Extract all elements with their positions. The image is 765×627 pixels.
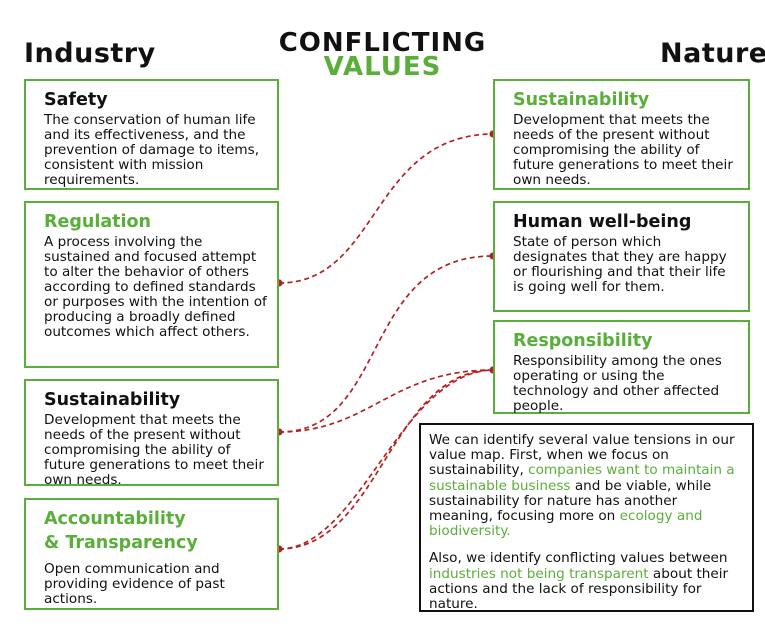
box-text: Development that meets the needs of the … xyxy=(44,412,264,488)
box-title-line2: & Transparency xyxy=(44,533,198,553)
box-text: Open communication and providing evidenc… xyxy=(44,561,225,607)
note-highlight: companies want to maintain a sustainable… xyxy=(429,462,735,494)
note-text: about their actions and the lack of resp… xyxy=(429,565,729,613)
box-title-line1: Accountability xyxy=(44,509,186,529)
nature-wellbeing-box: Human well-being State of person which d… xyxy=(493,201,750,312)
box-title: Sustainability xyxy=(44,390,181,410)
industry-regulation-box: Regulation A process involving the susta… xyxy=(24,201,279,368)
nature-sustainability-box: Sustainability Development that meets th… xyxy=(493,79,750,190)
note-text: Also, we identify conflicting values bet… xyxy=(429,550,728,567)
industry-safety-box: Safety The conservation of human life an… xyxy=(24,79,279,190)
industry-header: Industry xyxy=(24,38,156,69)
value-tensions-note: We can identify several value tensions i… xyxy=(419,423,754,612)
title-conflicting: CONFLICTING xyxy=(278,28,487,58)
note-text: and be viable, while sustainability for … xyxy=(429,477,712,525)
box-title: Human well-being xyxy=(513,212,692,232)
box-title: Regulation xyxy=(44,212,151,232)
connector-regulation-sustainability xyxy=(278,133,494,284)
note-highlight: industries not being transparent xyxy=(429,565,649,582)
title-values: VALUES xyxy=(323,52,442,82)
industry-accountability-box: Accountability & Transparency Open commu… xyxy=(24,498,279,610)
box-title: Sustainability xyxy=(513,90,650,110)
connector-sustainability-responsibility xyxy=(278,369,494,433)
box-text: Responsibility among the ones operating … xyxy=(513,353,722,414)
connector-accountability-responsibility-b xyxy=(278,369,494,550)
box-text: Development that meets the needs of the … xyxy=(513,112,733,188)
nature-responsibility-box: Responsibility Responsibility among the … xyxy=(493,320,750,414)
note-text: We can identify several value tensions i… xyxy=(429,432,735,479)
connector-accountability-responsibility-a xyxy=(278,369,494,550)
box-title: Safety xyxy=(44,90,108,110)
note-highlight: ecology and biodiversity. xyxy=(429,508,703,540)
box-title: Responsibility xyxy=(513,331,653,351)
note-paragraph-1: We can identify several value tensions i… xyxy=(429,432,744,540)
box-text: The conservation of human life and its e… xyxy=(44,112,260,188)
industry-sustainability-box: Sustainability Development that meets th… xyxy=(24,379,279,488)
connector-sustainability-wellbeing xyxy=(278,255,494,433)
box-text: A process involving the sustained and fo… xyxy=(44,234,267,340)
note-paragraph-2: Also, we identify conflicting values bet… xyxy=(429,551,744,612)
box-text: State of person which designates that th… xyxy=(513,234,727,295)
nature-header: Nature xyxy=(660,38,765,69)
